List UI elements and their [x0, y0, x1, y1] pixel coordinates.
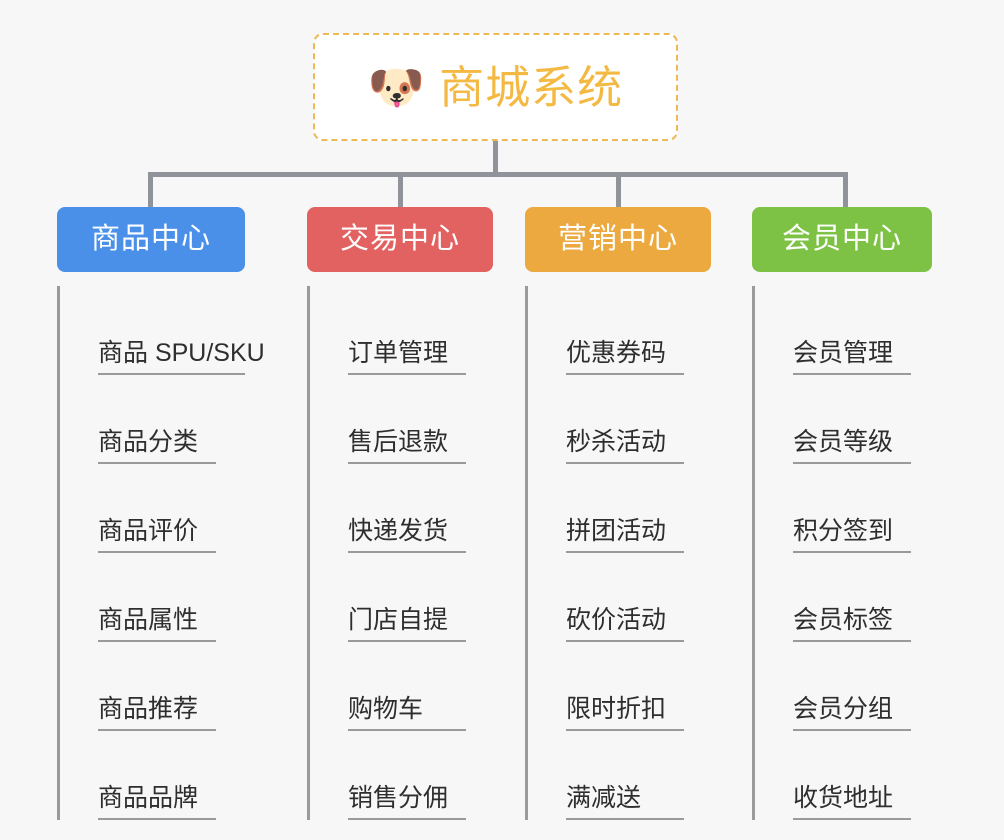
list-item[interactable]: 会员分组 [755, 642, 932, 731]
list-item[interactable]: 商品 SPU/SKU [60, 286, 265, 375]
root-node[interactable]: 🐶 商城系统 [313, 33, 678, 141]
list-item-label: 优惠券码 [566, 339, 684, 375]
category-header-1[interactable]: 交易中心 [307, 207, 493, 272]
list-item-label: 快递发货 [348, 517, 466, 553]
shiba-dog-icon: 🐶 [367, 61, 426, 113]
list-item[interactable]: 商品推荐 [60, 642, 245, 731]
list-item[interactable]: 销售分佣 [310, 731, 493, 820]
list-item-label: 商品 SPU/SKU [98, 339, 265, 375]
list-item[interactable]: 优惠券码 [528, 286, 711, 375]
list-item-label: 秒杀活动 [566, 428, 684, 464]
connector-drop-1 [398, 172, 403, 208]
list-item-label: 商品推荐 [98, 695, 216, 731]
category-column-1: 交易中心 订单管理 售后退款 快递发货 门店自提 购物车 销售分佣 [307, 207, 493, 820]
list-item[interactable]: 积分签到 [755, 464, 932, 553]
list-item-label: 会员分组 [793, 695, 911, 731]
root-title: 商城系统 [439, 61, 624, 113]
list-item-label: 会员标签 [793, 606, 911, 642]
list-item-label: 商品属性 [98, 606, 216, 642]
connector-horizontal-bar [148, 172, 848, 177]
list-item[interactable]: 商品品牌 [60, 731, 245, 820]
list-item-label: 商品分类 [98, 428, 216, 464]
list-item-label: 会员管理 [793, 339, 911, 375]
list-item[interactable]: 商品属性 [60, 553, 245, 642]
list-item[interactable]: 售后退款 [310, 375, 493, 464]
category-items-1: 订单管理 售后退款 快递发货 门店自提 购物车 销售分佣 [307, 286, 493, 820]
list-item[interactable]: 会员管理 [755, 286, 932, 375]
list-item[interactable]: 快递发货 [310, 464, 493, 553]
category-column-3: 会员中心 会员管理 会员等级 积分签到 会员标签 会员分组 收货地址 [752, 207, 932, 820]
list-item-label: 收货地址 [793, 784, 911, 820]
list-item-label: 订单管理 [348, 339, 466, 375]
list-item-label: 门店自提 [348, 606, 466, 642]
list-item[interactable]: 秒杀活动 [528, 375, 711, 464]
list-item[interactable]: 订单管理 [310, 286, 493, 375]
list-item-label: 拼团活动 [566, 517, 684, 553]
list-item-label: 满减送 [566, 784, 684, 820]
list-item[interactable]: 购物车 [310, 642, 493, 731]
category-items-3: 会员管理 会员等级 积分签到 会员标签 会员分组 收货地址 [752, 286, 932, 820]
list-item[interactable]: 限时折扣 [528, 642, 711, 731]
list-item[interactable]: 商品分类 [60, 375, 245, 464]
connector-stem [493, 141, 498, 175]
list-item-label: 商品品牌 [98, 784, 216, 820]
category-header-2[interactable]: 营销中心 [525, 207, 711, 272]
category-column-0: 商品中心 商品 SPU/SKU 商品分类 商品评价 商品属性 商品推荐 商品品牌 [57, 207, 265, 820]
list-item[interactable]: 收货地址 [755, 731, 932, 820]
list-item-label: 购物车 [348, 695, 466, 731]
category-header-3[interactable]: 会员中心 [752, 207, 932, 272]
list-item-label: 限时折扣 [566, 695, 684, 731]
connector-drop-0 [148, 172, 153, 208]
list-item[interactable]: 拼团活动 [528, 464, 711, 553]
list-item[interactable]: 会员标签 [755, 553, 932, 642]
category-items-2: 优惠券码 秒杀活动 拼团活动 砍价活动 限时折扣 满减送 [525, 286, 711, 820]
category-header-0[interactable]: 商品中心 [57, 207, 245, 272]
list-item-label: 会员等级 [793, 428, 911, 464]
category-items-0: 商品 SPU/SKU 商品分类 商品评价 商品属性 商品推荐 商品品牌 [57, 286, 265, 820]
list-item-label: 售后退款 [348, 428, 466, 464]
list-item-label: 砍价活动 [566, 606, 684, 642]
connector-drop-3 [843, 172, 848, 208]
list-item[interactable]: 砍价活动 [528, 553, 711, 642]
list-item[interactable]: 商品评价 [60, 464, 245, 553]
category-column-2: 营销中心 优惠券码 秒杀活动 拼团活动 砍价活动 限时折扣 满减送 [525, 207, 711, 820]
list-item-label: 积分签到 [793, 517, 911, 553]
list-item[interactable]: 会员等级 [755, 375, 932, 464]
connector-drop-2 [616, 172, 621, 208]
list-item[interactable]: 门店自提 [310, 553, 493, 642]
list-item[interactable]: 满减送 [528, 731, 711, 820]
list-item-label: 商品评价 [98, 517, 216, 553]
list-item-label: 销售分佣 [348, 784, 466, 820]
